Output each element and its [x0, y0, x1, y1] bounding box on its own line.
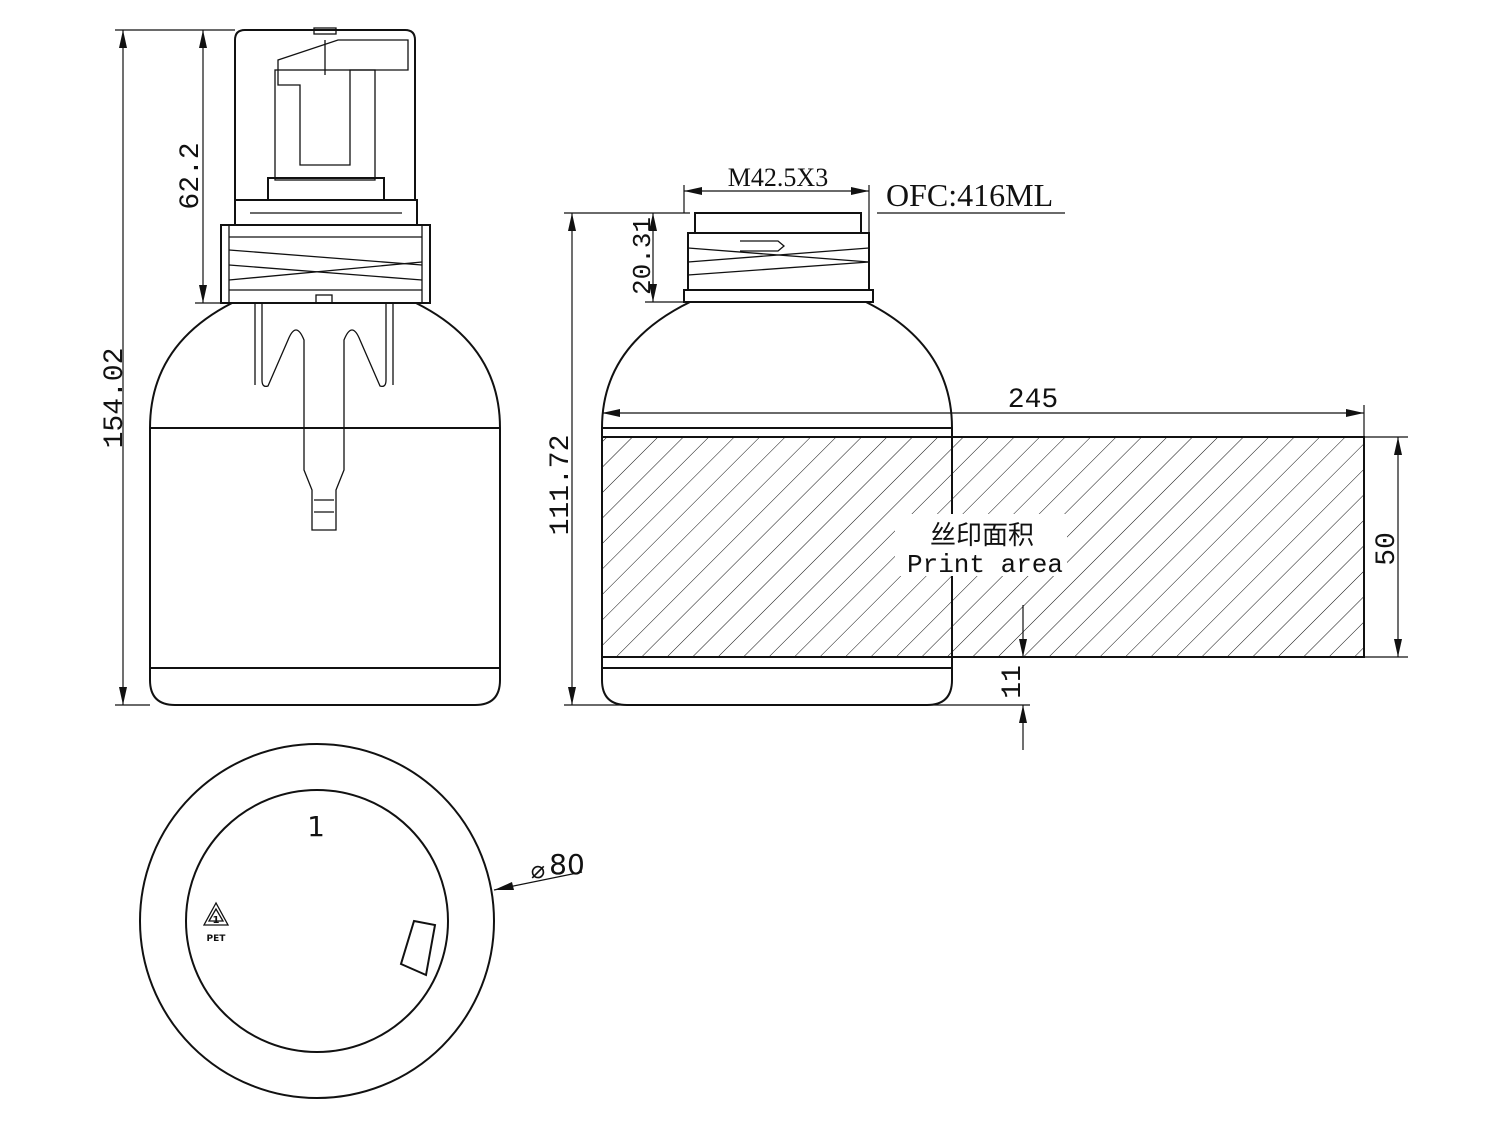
pump-dip-tube — [254, 303, 394, 531]
bottom-inner-circle — [185, 789, 449, 1053]
recycle-icon: 1 PET — [202, 901, 230, 944]
dim-diameter: ⌀ 80 — [493, 848, 585, 891]
total-height-label: 154.02 — [100, 348, 131, 449]
capacity-label: OFC:416ML — [886, 177, 1053, 213]
bottom-outer-circle — [139, 743, 495, 1099]
bottle-neck — [683, 212, 874, 303]
dim-total-height: 154.02 — [100, 29, 235, 706]
pump-height-label: 62.2 — [176, 142, 207, 209]
front-view: 154.02 62.2 — [100, 27, 501, 706]
print-offset-label: 11 — [998, 665, 1029, 699]
dim-print-height: 50 — [1364, 436, 1408, 658]
print-area-cn-label: 丝印面积 — [930, 521, 1034, 551]
diameter-symbol: ⌀ — [531, 856, 545, 884]
print-width-label: 245 — [1008, 385, 1058, 416]
diameter-label: 80 — [549, 848, 585, 881]
thread-label: M42.5X3 — [728, 163, 828, 192]
bottom-marker — [399, 919, 437, 977]
pump-closure — [220, 177, 431, 304]
dim-pump-height: 62.2 — [176, 30, 221, 304]
front-bottle-body — [149, 302, 501, 706]
neck-height-label: 20.31 — [628, 217, 658, 295]
recycle-code: 1 — [213, 915, 220, 926]
dim-neck-height: 20.31 — [628, 213, 684, 303]
print-area-label-bg — [895, 514, 1067, 576]
print-height-label: 50 — [1372, 532, 1403, 566]
print-area-en-label: Print area — [907, 550, 1063, 580]
dim-thread: M42.5X3 — [683, 163, 870, 236]
bottom-view: 1 1 PET ⌀ 80 — [139, 743, 585, 1099]
bottle-height-label: 111.72 — [546, 435, 577, 536]
side-view: 丝印面积 Print area M42.5X3 OFC:416ML 20.31 — [546, 163, 1408, 750]
dim-print-offset: 11 — [998, 605, 1029, 750]
dim-print-width: 245 — [602, 385, 1365, 437]
recycle-material: PET — [207, 934, 227, 944]
pump-head — [234, 27, 416, 200]
dim-bottle-height: 111.72 — [546, 212, 1030, 706]
mold-cavity-number: 1 — [307, 810, 325, 843]
